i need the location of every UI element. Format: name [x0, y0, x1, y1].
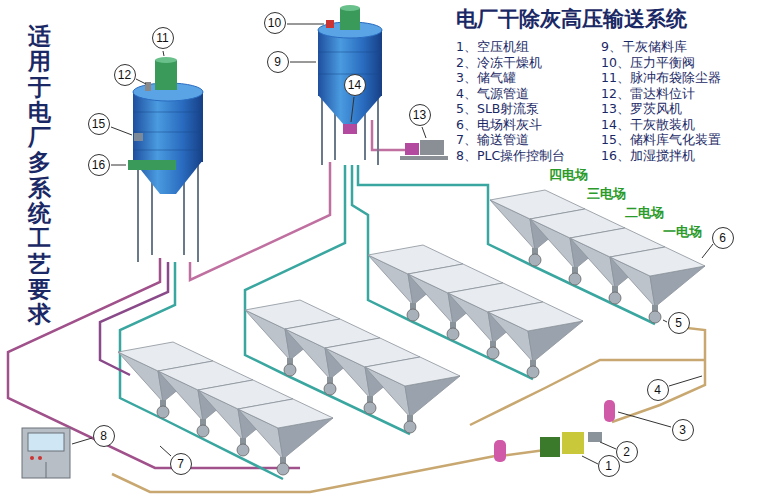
plc-lamp: [38, 456, 42, 460]
leader-line: [669, 376, 702, 386]
part-list-item: 10、压力平衡阀: [601, 55, 695, 70]
silo-leg: [197, 160, 199, 262]
part-list-item: 7、输送管道: [456, 132, 529, 147]
dust-collector: [155, 60, 177, 90]
callout-number: 6: [712, 227, 734, 249]
leader-line: [136, 79, 146, 84]
part-list-item: 8、PLC操作控制台: [456, 148, 565, 163]
callout-number: 7: [170, 453, 192, 475]
silo-body: [318, 30, 382, 96]
leader-line: [702, 244, 713, 258]
part-list-item: 1、空压机组: [456, 39, 529, 54]
leader-line: [422, 127, 426, 138]
compressor: [562, 432, 584, 454]
diagram-title: 电厂干除灰高压输送系统: [456, 5, 687, 33]
part-list-item: 6、电场料灰斗: [456, 117, 542, 132]
conveying-pipe: [8, 258, 300, 468]
radar-level-meter: [145, 82, 151, 91]
dust-collector-top: [340, 5, 360, 11]
gasification-unit: [134, 133, 143, 141]
leader-line: [663, 320, 667, 322]
dust-collector: [340, 8, 360, 30]
field-name: 四电场: [548, 167, 589, 184]
callout-number: 16: [88, 154, 110, 176]
ash-hopper: [610, 247, 705, 323]
silo-ring: [133, 112, 203, 113]
callout-number: 9: [267, 51, 289, 73]
leader-line: [287, 24, 324, 25]
part-list-item: 11、脉冲布袋除尘器: [601, 70, 721, 85]
air-tank: [494, 440, 506, 462]
silo-ring: [318, 52, 382, 53]
callout-number: 11: [152, 27, 174, 49]
leader-line: [618, 412, 671, 427]
part-list-item: 4、气源管道: [456, 86, 529, 101]
air-pipe: [372, 120, 405, 150]
conveying-pipe: [190, 162, 330, 280]
callout-number: 4: [647, 379, 669, 401]
leader-line: [111, 127, 132, 135]
bulk-loader: [343, 124, 357, 134]
silo-ring: [133, 132, 203, 133]
field-name: 三电场: [586, 186, 627, 203]
leader-line: [163, 51, 164, 56]
plc-lamp: [30, 456, 34, 460]
part-list-item: 12、雷达料位计: [601, 86, 695, 101]
callout-number: 8: [93, 425, 115, 447]
silo-body: [133, 92, 203, 162]
silo-ring: [133, 150, 203, 151]
silo-leg: [321, 95, 323, 165]
callout-number: 14: [344, 74, 366, 96]
part-list-item: 16、加湿搅拌机: [601, 148, 695, 163]
leader-line: [351, 97, 354, 122]
ash-hopper: [488, 302, 583, 378]
roots-blower: [420, 140, 444, 155]
part-list-item: 9、干灰储料库: [601, 39, 687, 54]
compressor: [540, 437, 560, 457]
part-list-item: 5、SLB射流泵: [456, 101, 539, 116]
air-tank: [604, 400, 615, 422]
callout-number: 15: [88, 113, 110, 135]
part-list-item: 14、干灰散装机: [601, 117, 695, 132]
pressure-valve: [326, 20, 334, 28]
part-list-item: 2、冷冻干燥机: [456, 55, 542, 70]
leader-line: [582, 456, 598, 464]
plc-console: [22, 428, 70, 478]
callout-number: 10: [264, 12, 286, 34]
callout-number: 3: [672, 419, 694, 441]
silo-leg: [137, 160, 139, 262]
ash-hopper: [238, 399, 333, 475]
part-list-item: 3、储气罐: [456, 70, 516, 85]
plc-door: [46, 462, 47, 478]
leader-line: [72, 438, 92, 444]
blower-motor: [405, 143, 419, 155]
callout-number: 2: [616, 441, 638, 463]
callout-number: 12: [114, 64, 136, 86]
callout-number: 1: [598, 455, 620, 477]
ash-hopper: [365, 357, 460, 433]
part-list-item: 15、储料库气化装置: [601, 132, 721, 147]
field-name: 一电场: [662, 224, 703, 241]
humidifier-mixer: [128, 160, 176, 170]
callout-number: 13: [409, 104, 431, 126]
leader-line: [600, 442, 616, 449]
silo-cone: [318, 95, 382, 125]
part-list-item: 13、罗茨风机: [601, 101, 682, 116]
callout-number: 5: [668, 312, 690, 334]
silo-leg: [377, 95, 379, 165]
gas-pipe: [612, 326, 705, 422]
dust-collector-top: [155, 57, 177, 63]
leader-lines: [72, 24, 713, 464]
blower-base: [400, 156, 448, 160]
plc-screen: [28, 433, 64, 451]
field-name: 二电场: [624, 205, 665, 222]
leader-line: [290, 62, 316, 63]
gas-pipe: [470, 360, 705, 425]
dryer: [588, 432, 602, 442]
vertical-note: 适用于电厂多系统工艺要求: [28, 24, 51, 328]
leader-line: [160, 446, 171, 456]
leader-line: [111, 165, 126, 166]
